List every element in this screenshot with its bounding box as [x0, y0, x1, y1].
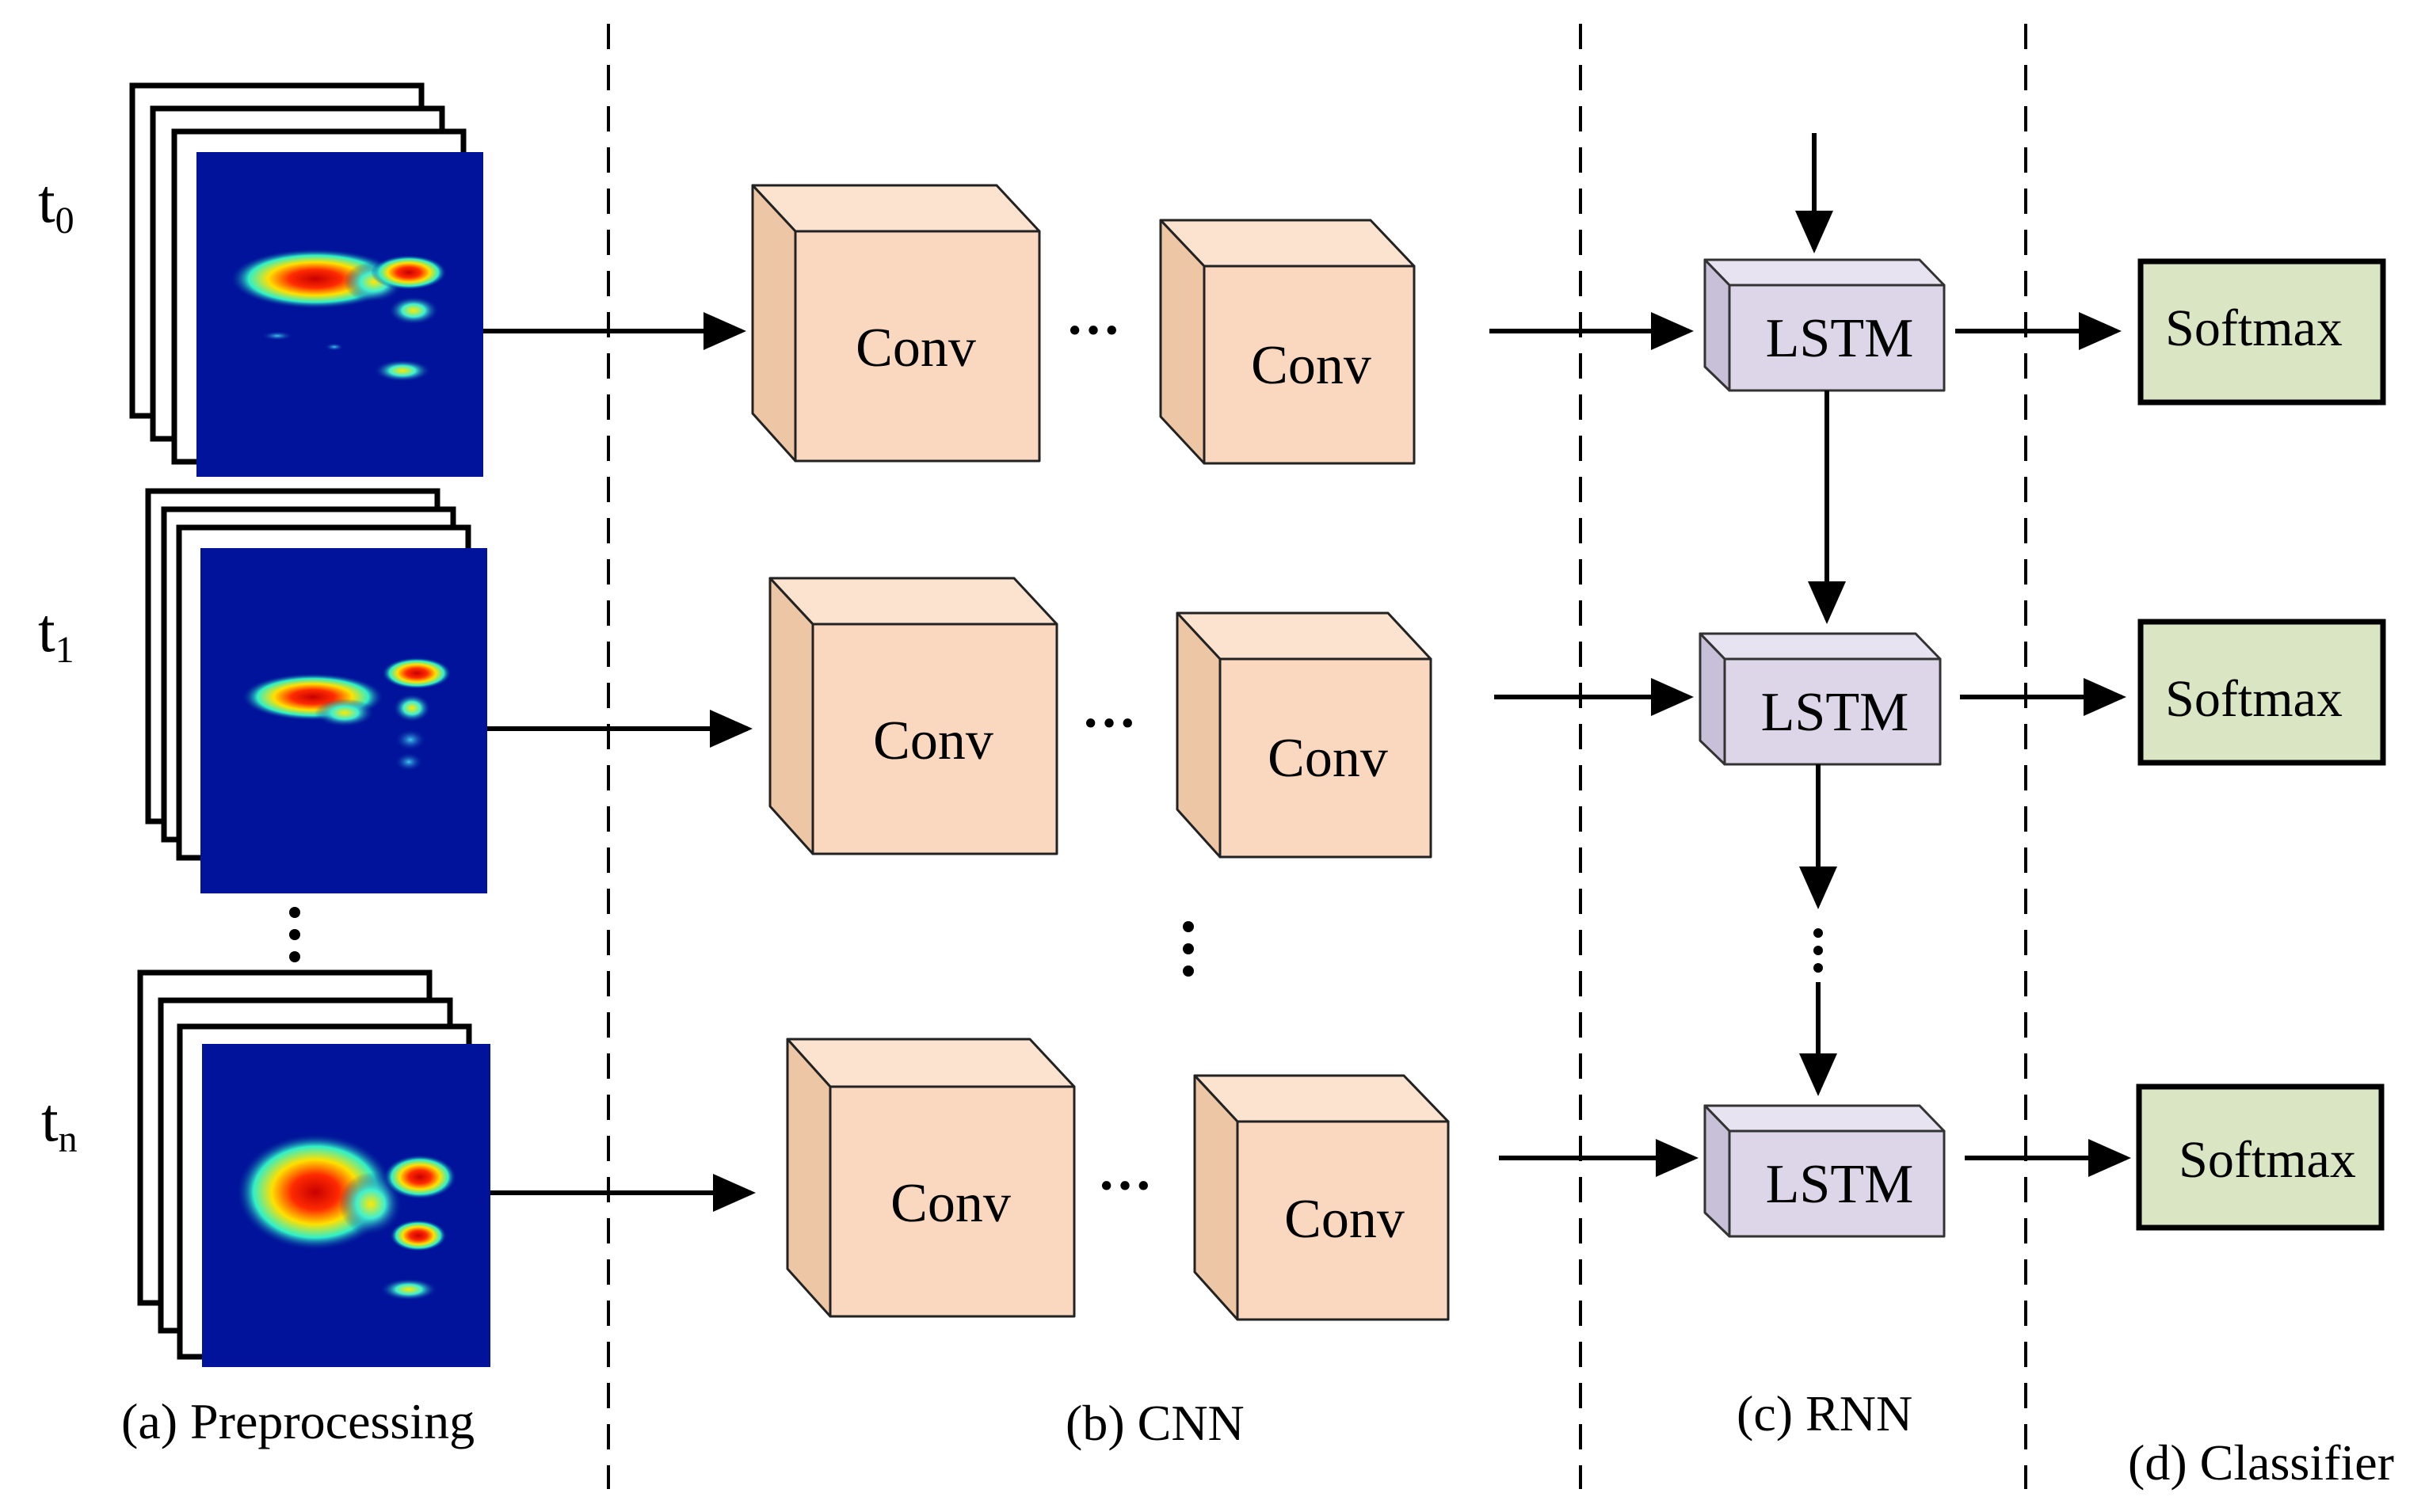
frames-ellipsis-dot-3 — [289, 951, 300, 962]
heatmap-t1-blob-5 — [395, 729, 426, 751]
heatmap-t1 — [200, 548, 487, 893]
conv-blocks — [751, 184, 1450, 1321]
heatmap-t0-blob-6 — [261, 331, 293, 341]
heatmap-tn-blob-2 — [339, 1172, 402, 1236]
conv-ellipsis-row0: ··· — [1066, 300, 1121, 361]
conv-block-row1-first-side — [768, 577, 814, 855]
lstm-block-rown — [1703, 1104, 1946, 1238]
heatmap-t0-blob-7 — [325, 343, 344, 351]
heatmap-t1-blob-2 — [315, 699, 375, 727]
conv-ellipsis-rown: ··· — [1097, 1156, 1153, 1217]
heatmap-t0-blob-5 — [374, 360, 431, 382]
conv-label-rown-last: Conv — [1284, 1189, 1405, 1250]
lstm-ellipsis-dot-1 — [1813, 928, 1823, 938]
conv-ellipsis-row1: ··· — [1081, 693, 1137, 754]
conv-label-row1-first: Conv — [873, 710, 993, 771]
softmax-box-row1 — [2137, 619, 2386, 766]
conv-block-rown-last — [1193, 1074, 1450, 1321]
conv-label-row1-last: Conv — [1268, 728, 1388, 789]
softmax-boxes — [2136, 258, 2386, 1231]
section-label-classifier: (d) Classifier — [2128, 1434, 2394, 1491]
lstm-label-row1: LSTM — [1761, 682, 1909, 743]
lstm-ellipsis-dot-2 — [1813, 946, 1823, 955]
conv-block-row0-first — [751, 184, 1041, 463]
time-label-t1: t1 — [38, 596, 74, 671]
lstm-block-row1-top — [1699, 632, 1942, 661]
heatmap-t0-blob-4 — [388, 296, 439, 325]
lstm-block-rown-front — [1728, 1129, 1946, 1238]
arrows — [483, 133, 2131, 1212]
heatmap-t1-blob-3 — [382, 657, 452, 689]
conv-block-row1-first-front — [811, 623, 1058, 855]
conv-block-row0-first-top — [751, 184, 1041, 233]
conv-label-rown-first: Conv — [890, 1173, 1011, 1234]
conv-block-rown-last-front — [1236, 1120, 1450, 1321]
heatmap-t1-blob-6 — [395, 752, 423, 771]
lstm-block-row0-top — [1703, 258, 1946, 287]
softmax-box-row0 — [2137, 258, 2386, 406]
heatmap-t0-background — [196, 152, 483, 477]
conv-block-row0-first-front — [794, 230, 1041, 463]
frames-ellipsis-dot-2 — [289, 929, 300, 940]
softmax-label-row0: Softmax — [2165, 299, 2343, 357]
lstm-label-row0: LSTM — [1766, 308, 1914, 369]
conv-block-rown-first-front — [829, 1085, 1076, 1318]
time-label-t0: t0 — [38, 166, 74, 242]
lstm-block-row1 — [1699, 632, 1942, 766]
heatmap-t0-blob-3 — [371, 255, 447, 290]
cnn-ellipsis-dot-2 — [1183, 943, 1194, 954]
lstm-block-row0-front — [1728, 284, 1946, 392]
conv-block-row0-first-side — [751, 184, 797, 463]
cnn-vertical-ellipsis — [1183, 921, 1194, 977]
conv-block-row1-last-front — [1218, 657, 1432, 859]
heatmap-tn — [202, 1044, 490, 1367]
conv-label-row0-first: Conv — [856, 318, 976, 379]
conv-block-row1-first-top — [768, 577, 1058, 626]
frames-ellipsis-dot-1 — [289, 907, 300, 918]
lstm-label-rown: LSTM — [1766, 1154, 1914, 1215]
cnn-ellipsis-dot-1 — [1183, 921, 1194, 932]
heatmap-t0 — [196, 152, 483, 477]
cnn-ellipsis-dot-3 — [1183, 965, 1194, 977]
heatmap-t1-blob-4 — [393, 694, 431, 722]
heatmap-tn-blob-4 — [390, 1220, 447, 1251]
conv-block-row1-first — [768, 577, 1058, 855]
softmax-label-rown: Softmax — [2179, 1131, 2356, 1189]
section-label-rnn: (c) RNN — [1737, 1385, 1912, 1442]
lstm-block-rown-top — [1703, 1104, 1946, 1133]
conv-block-row1-last-top — [1176, 611, 1432, 661]
softmax-label-row1: Softmax — [2165, 670, 2343, 728]
frames-vertical-ellipsis — [289, 907, 300, 962]
section-label-preprocessing: (a) Preprocessing — [121, 1393, 475, 1449]
heatmap-tn-blob-5 — [380, 1278, 437, 1301]
heatmap-tn-blob-3 — [383, 1155, 456, 1199]
lstm-block-row0 — [1703, 258, 1946, 392]
conv-block-rown-first-top — [786, 1038, 1076, 1088]
conv-block-rown-last-top — [1193, 1074, 1450, 1123]
lstm-ellipsis-dot-3 — [1813, 963, 1823, 973]
conv-block-rown-first-side — [786, 1038, 832, 1318]
lstm-blocks — [1699, 258, 1946, 1238]
conv-block-row0-last-front — [1203, 265, 1416, 465]
conv-block-row0-last — [1159, 219, 1416, 465]
time-label-tn: tn — [41, 1085, 78, 1160]
conv-block-rown-first — [786, 1038, 1076, 1318]
softmax-box-rown — [2136, 1084, 2385, 1231]
conv-block-row1-last — [1176, 611, 1432, 859]
lstm-vertical-ellipsis — [1813, 928, 1823, 973]
conv-label-row0-last: Conv — [1251, 335, 1371, 396]
lstm-block-row1-front — [1723, 657, 1942, 766]
section-label-cnn: (b) CNN — [1066, 1395, 1245, 1451]
